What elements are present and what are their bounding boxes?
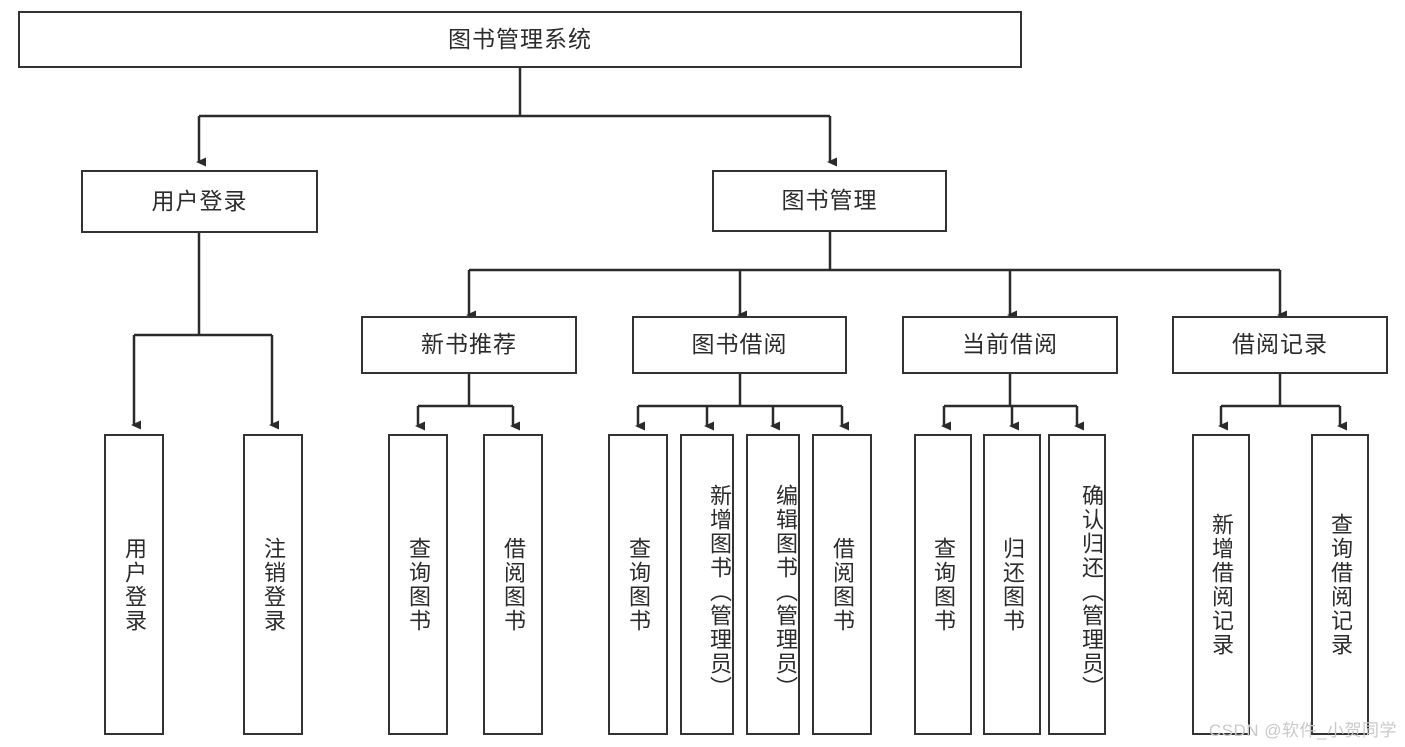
node-label: 用户登录 xyxy=(121,536,147,633)
node-label: 借阅图书 xyxy=(829,536,855,633)
leaf-user-login-logout[interactable]: 注销登录 xyxy=(243,434,303,735)
leaf-book-borrow-add-book-admin[interactable]: 新增图书（管理员） xyxy=(680,434,734,735)
leaf-current-borrow-query-book[interactable]: 查询图书 xyxy=(914,434,972,735)
node-label: 编辑图书（管理员） xyxy=(773,483,798,700)
node-user-login[interactable]: 用户登录 xyxy=(81,170,318,233)
watermark: CSDN @软件_小贺同学 xyxy=(1208,721,1397,740)
leaf-current-borrow-confirm-return-admin[interactable]: 确认归还（管理员） xyxy=(1048,434,1106,735)
node-new-book-recommend[interactable]: 新书推荐 xyxy=(361,316,577,374)
node-label: 查询借阅记录 xyxy=(1327,512,1353,657)
leaf-book-borrow-edit-book-admin[interactable]: 编辑图书（管理员） xyxy=(746,434,800,735)
node-label: 新增借阅记录 xyxy=(1208,512,1234,657)
node-label: 查询图书 xyxy=(625,536,651,633)
node-label: 用户登录 xyxy=(151,187,248,214)
leaf-new-book-borrow-book[interactable]: 借阅图书 xyxy=(483,434,543,735)
node-label: 新增图书（管理员） xyxy=(707,483,732,700)
leaf-book-borrow-query-book[interactable]: 查询图书 xyxy=(608,434,668,735)
node-book-management[interactable]: 图书管理 xyxy=(712,170,947,232)
leaf-borrow-record-query-record[interactable]: 查询借阅记录 xyxy=(1311,434,1369,735)
node-label: 归还图书 xyxy=(999,536,1025,633)
node-label: 借阅图书 xyxy=(500,536,526,633)
node-book-borrow[interactable]: 图书借阅 xyxy=(632,316,847,374)
node-label: 查询图书 xyxy=(405,536,431,633)
node-root-book-management-system[interactable]: 图书管理系统 xyxy=(18,11,1022,68)
node-label: 图书管理系统 xyxy=(448,25,592,52)
node-label: 新书推荐 xyxy=(421,331,517,358)
node-borrow-record[interactable]: 借阅记录 xyxy=(1172,316,1388,374)
node-label: 图书管理 xyxy=(781,187,878,214)
node-label: 图书借阅 xyxy=(691,331,788,358)
node-current-borrow[interactable]: 当前借阅 xyxy=(902,316,1118,374)
leaf-user-login-login[interactable]: 用户登录 xyxy=(104,434,164,735)
leaf-new-book-query-book[interactable]: 查询图书 xyxy=(388,434,448,735)
leaf-current-borrow-return-book[interactable]: 归还图书 xyxy=(983,434,1041,735)
leaf-book-borrow-borrow-book[interactable]: 借阅图书 xyxy=(812,434,872,735)
leaf-borrow-record-add-record[interactable]: 新增借阅记录 xyxy=(1192,434,1250,735)
node-label: 确认归还（管理员） xyxy=(1079,483,1104,700)
node-label: 查询图书 xyxy=(930,536,956,633)
node-label: 借阅记录 xyxy=(1232,331,1328,358)
node-label: 注销登录 xyxy=(260,536,286,633)
node-label: 当前借阅 xyxy=(962,331,1058,358)
